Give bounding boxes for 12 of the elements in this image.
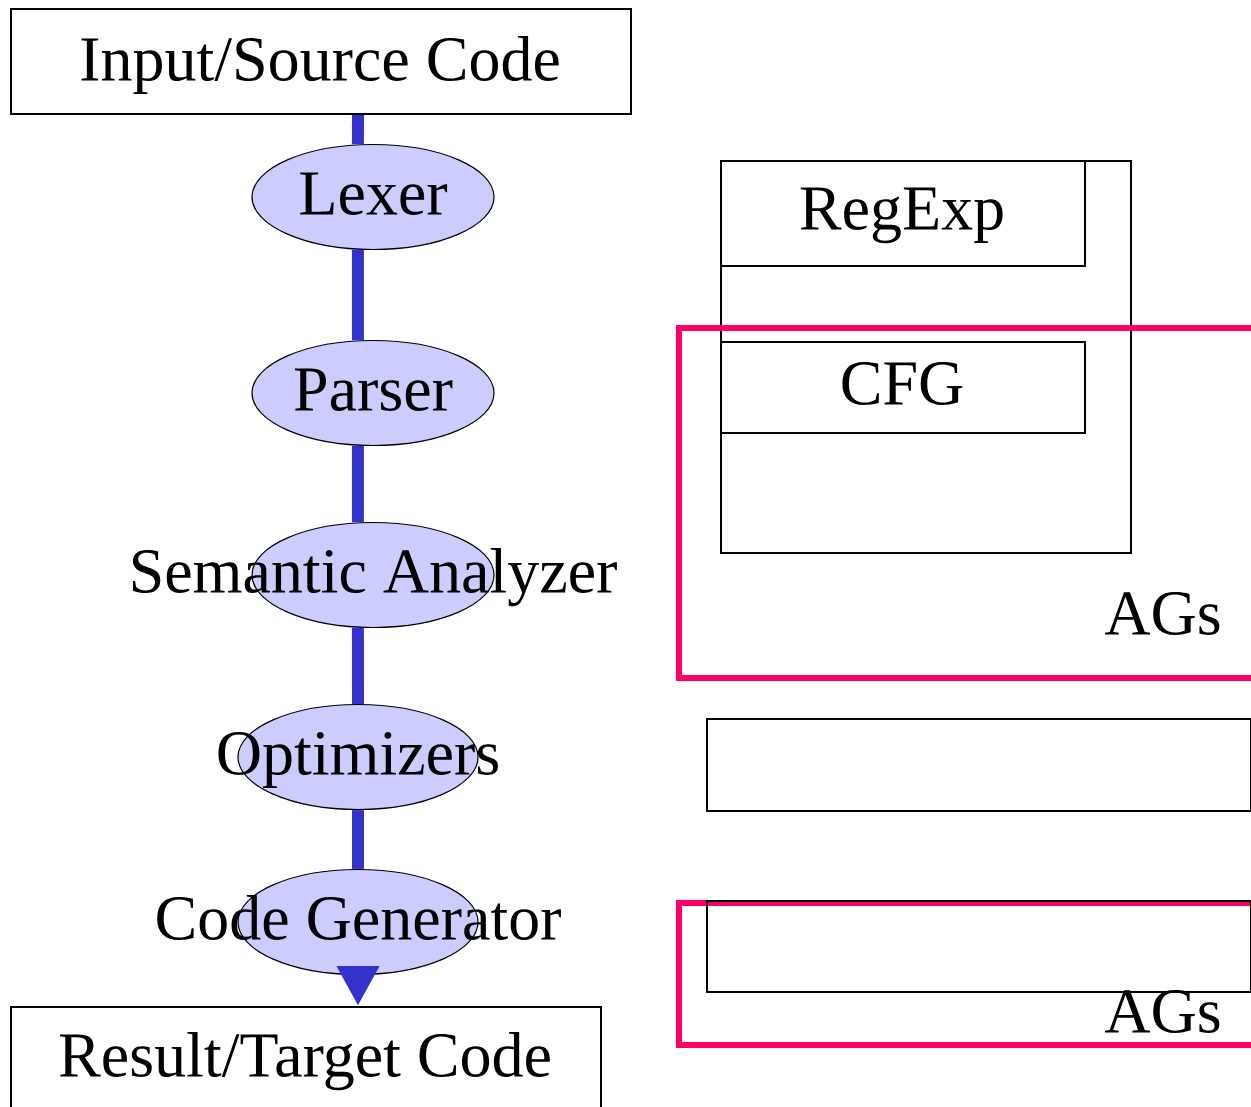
process-box: Input/Source Code <box>10 8 632 115</box>
process-box: Result/Target Code <box>10 1006 602 1107</box>
flow-line <box>351 249 364 341</box>
tool-box <box>720 160 1132 554</box>
flow-line <box>351 114 364 145</box>
flow-line <box>351 445 364 523</box>
tool-box: RegExp <box>720 160 1086 267</box>
group-frame: AGs <box>676 900 1251 1048</box>
flow-line <box>351 627 364 704</box>
tool-box: CFG <box>720 341 1086 434</box>
flow-line <box>352 810 364 869</box>
tool-box <box>706 718 1251 812</box>
